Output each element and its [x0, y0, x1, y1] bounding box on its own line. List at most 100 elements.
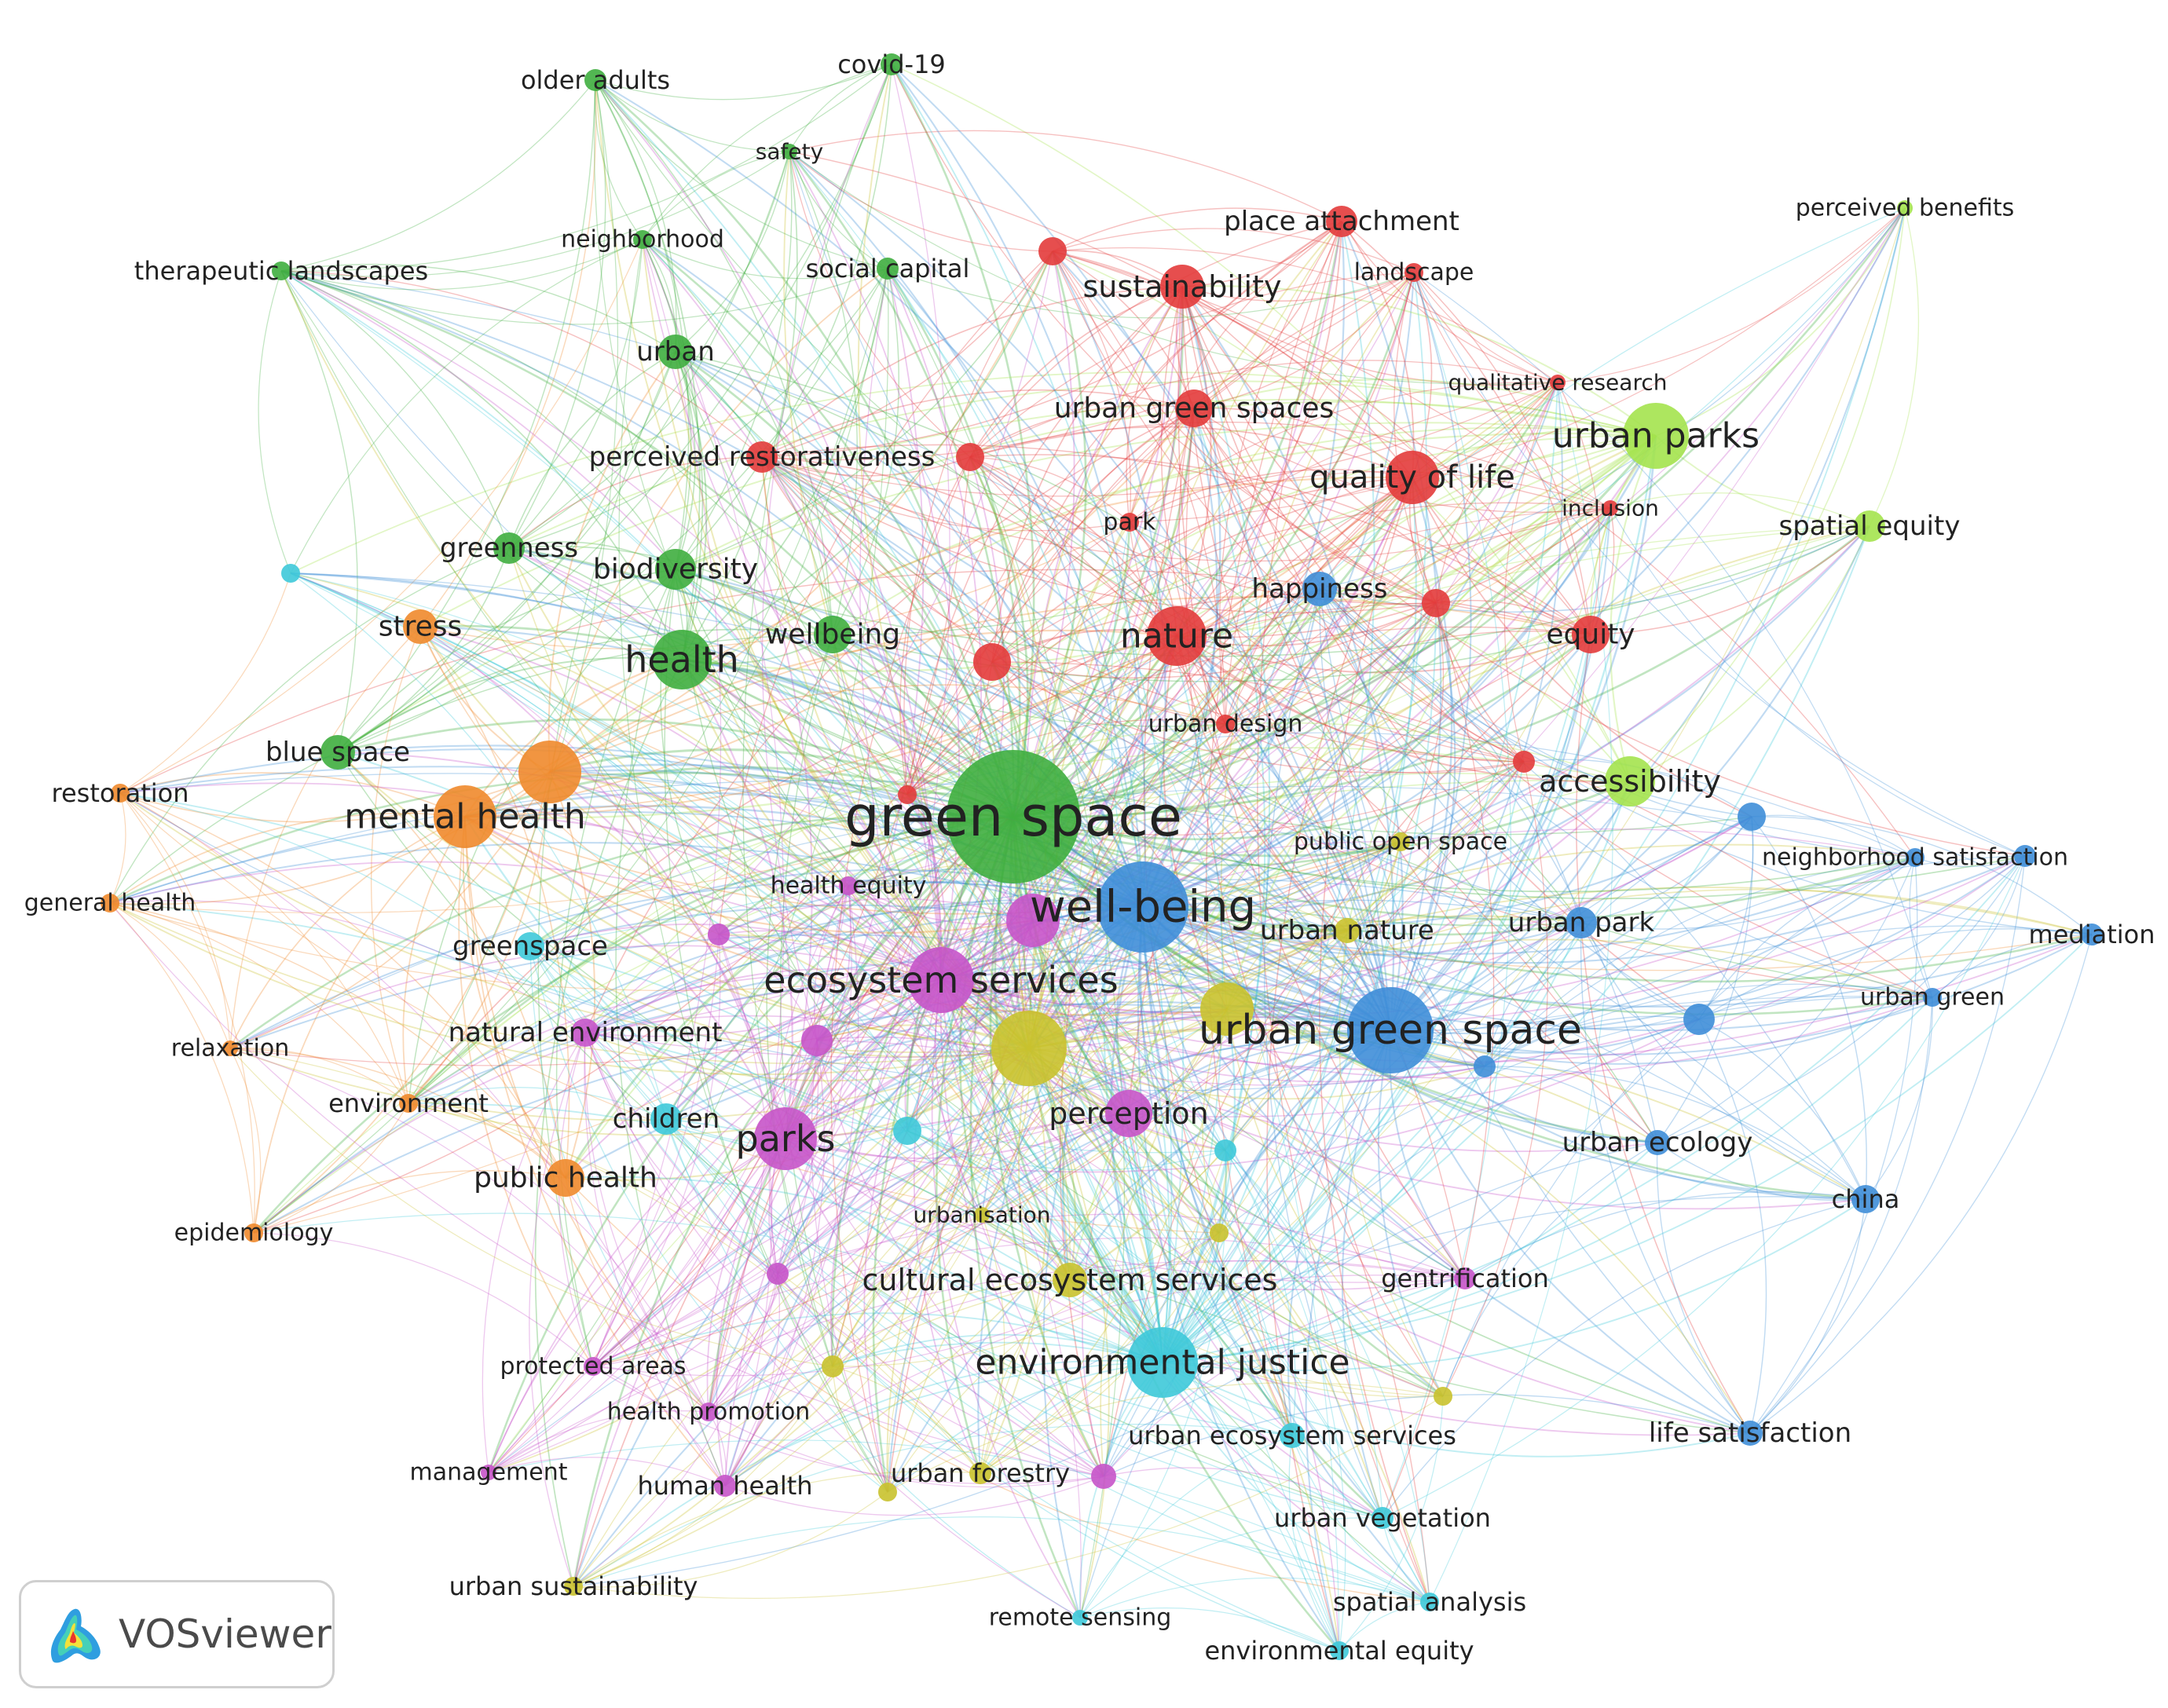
- network-node[interactable]: [222, 1041, 238, 1056]
- network-node[interactable]: [1738, 803, 1766, 831]
- node-label[interactable]: health promotion: [607, 1399, 811, 1426]
- node-label[interactable]: nature: [1120, 616, 1233, 657]
- node-label[interactable]: relaxation: [171, 1035, 289, 1062]
- node-label[interactable]: older adults: [521, 65, 670, 95]
- network-node[interactable]: [969, 1462, 991, 1484]
- node-label[interactable]: urban forestry: [891, 1458, 1070, 1488]
- network-node[interactable]: [101, 894, 119, 913]
- node-label[interactable]: environmental equity: [1204, 1636, 1474, 1666]
- node-label[interactable]: quality of life: [1309, 459, 1515, 496]
- node-label[interactable]: human health: [637, 1471, 812, 1501]
- network-node[interactable]: [403, 609, 438, 644]
- network-node[interactable]: [1474, 1055, 1496, 1077]
- node-label[interactable]: qualitative research: [1448, 370, 1668, 396]
- node-label[interactable]: ecosystem services: [764, 959, 1118, 1001]
- network-node[interactable]: [272, 262, 291, 280]
- network-node[interactable]: [839, 876, 858, 895]
- network-node[interactable]: [1683, 1004, 1715, 1035]
- node-label[interactable]: perception: [1049, 1096, 1208, 1131]
- network-node[interactable]: [973, 643, 1011, 681]
- node-label[interactable]: children: [613, 1103, 720, 1135]
- network-node[interactable]: [746, 441, 778, 473]
- network-node[interactable]: [708, 923, 730, 945]
- node-label[interactable]: happiness: [1252, 573, 1388, 605]
- network-node[interactable]: [1645, 1130, 1670, 1155]
- node-label[interactable]: neighborhood satisfaction: [1762, 844, 2068, 872]
- node-label[interactable]: equity: [1546, 619, 1635, 651]
- network-node[interactable]: [767, 1263, 789, 1285]
- node-label[interactable]: urban ecosystem services: [1128, 1421, 1456, 1450]
- network-node[interactable]: [714, 1475, 736, 1497]
- node-label[interactable]: urban ecology: [1562, 1127, 1753, 1158]
- node-label[interactable]: china: [1832, 1184, 1900, 1214]
- network-node[interactable]: [1572, 616, 1610, 653]
- node-label[interactable]: social capital: [806, 254, 970, 283]
- network-node[interactable]: [1513, 751, 1535, 773]
- node-label[interactable]: gentrification: [1381, 1264, 1549, 1293]
- network-node[interactable]: [1738, 1421, 1763, 1446]
- network-node[interactable]: [1053, 1263, 1087, 1297]
- network-node[interactable]: [754, 1107, 817, 1170]
- node-label[interactable]: environmental justice: [975, 1343, 1350, 1383]
- network-node[interactable]: [658, 335, 693, 369]
- node-label[interactable]: health equity: [771, 872, 927, 900]
- network-node[interactable]: [320, 735, 355, 770]
- node-label[interactable]: perceived restorativeness: [589, 441, 936, 473]
- network-node[interactable]: [434, 785, 496, 848]
- node-label[interactable]: covid-19: [837, 49, 946, 79]
- network-node[interactable]: [633, 230, 652, 249]
- network-node[interactable]: [898, 785, 917, 804]
- node-label[interactable]: urbanisation: [913, 1202, 1050, 1228]
- network-node[interactable]: [1623, 403, 1689, 469]
- network-node[interactable]: [652, 630, 712, 689]
- network-node[interactable]: [1038, 237, 1067, 265]
- network-node[interactable]: [1602, 500, 1618, 516]
- node-label[interactable]: safety: [756, 139, 823, 165]
- network-node[interactable]: [2081, 923, 2103, 945]
- node-label[interactable]: public health: [474, 1162, 657, 1194]
- node-label[interactable]: wellbeing: [765, 619, 900, 651]
- network-node[interactable]: [1006, 894, 1060, 947]
- node-label[interactable]: urban parks: [1552, 416, 1760, 456]
- network-node[interactable]: [584, 69, 606, 91]
- network-node[interactable]: [1897, 200, 1913, 216]
- network-node[interactable]: [1420, 1593, 1439, 1611]
- node-label[interactable]: well-being: [1030, 882, 1256, 933]
- network-node[interactable]: [1175, 390, 1213, 427]
- network-node[interactable]: [1147, 606, 1207, 666]
- network-node[interactable]: [281, 564, 300, 583]
- node-label[interactable]: natural environment: [449, 1017, 723, 1048]
- network-node[interactable]: [822, 1355, 844, 1377]
- network-node[interactable]: [1404, 263, 1423, 282]
- node-label[interactable]: public open space: [1294, 828, 1507, 856]
- network-node[interactable]: [516, 932, 544, 960]
- vosviewer-logo-badge[interactable]: VOSviewer: [19, 1580, 335, 1688]
- network-node[interactable]: [1120, 513, 1139, 532]
- network-node[interactable]: [1326, 206, 1357, 237]
- node-label[interactable]: health: [624, 638, 739, 681]
- network-node[interactable]: [1160, 265, 1204, 309]
- network-node[interactable]: [699, 1403, 718, 1421]
- node-label[interactable]: greenness: [440, 532, 578, 564]
- network-node[interactable]: [493, 532, 525, 564]
- network-node[interactable]: [564, 1577, 583, 1596]
- node-label[interactable]: spatial equity: [1779, 510, 1961, 542]
- network-node[interactable]: [1550, 375, 1566, 390]
- node-label[interactable]: epidemiology: [174, 1220, 334, 1247]
- network-node[interactable]: [908, 947, 974, 1013]
- network-node[interactable]: [1335, 918, 1360, 943]
- node-label[interactable]: parks: [736, 1117, 836, 1160]
- node-label[interactable]: urban vegetation: [1274, 1503, 1491, 1533]
- network-node[interactable]: [881, 53, 903, 75]
- network-node[interactable]: [547, 1159, 584, 1197]
- node-label[interactable]: environment: [328, 1088, 489, 1118]
- node-label[interactable]: urban: [636, 336, 715, 368]
- network-node[interactable]: [1214, 1139, 1236, 1161]
- network-node[interactable]: [974, 1207, 990, 1223]
- node-label[interactable]: urban nature: [1260, 915, 1434, 946]
- node-label[interactable]: park: [1103, 509, 1156, 536]
- network-node[interactable]: [1330, 1641, 1349, 1660]
- node-label[interactable]: urban green spaces: [1054, 393, 1335, 425]
- node-label[interactable]: management: [410, 1459, 568, 1487]
